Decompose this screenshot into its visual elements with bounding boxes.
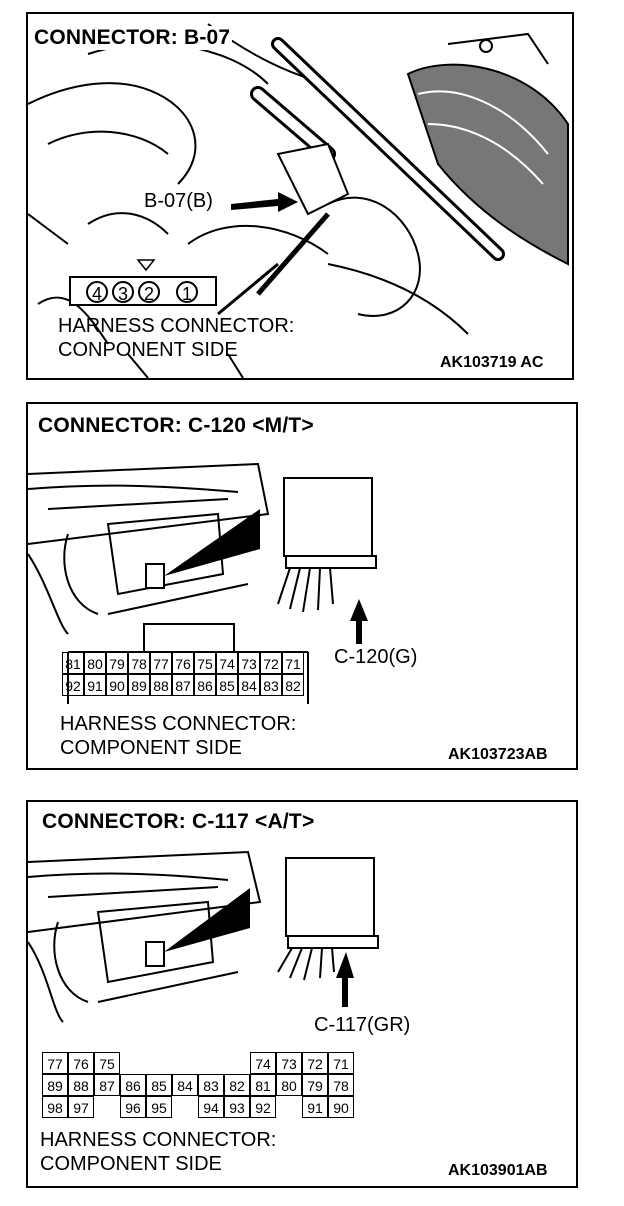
connector-callout: C-120(G): [334, 646, 418, 668]
connector-callout: C-117(GR): [314, 1014, 411, 1036]
pin-empty: [172, 1052, 198, 1074]
pin-72: 72: [302, 1052, 328, 1074]
panel-title: CONNECTOR: B-07: [32, 26, 233, 50]
pin-71: 71: [328, 1052, 354, 1074]
pin-90: 90: [106, 674, 128, 696]
pin-81: 81: [250, 1074, 276, 1096]
pin-90: 90: [328, 1096, 354, 1118]
pin-76: 76: [172, 652, 194, 674]
panel-b07: CONNECTOR: B-07 B-07(B) 4 3 2 1 HARNESS …: [26, 12, 574, 380]
pin-78: 78: [328, 1074, 354, 1096]
pin-empty: [120, 1052, 146, 1074]
pin-88: 88: [150, 674, 172, 696]
pin-87: 87: [172, 674, 194, 696]
pin-88: 88: [68, 1074, 94, 1096]
pin-empty: [172, 1096, 198, 1118]
pin-empty: [198, 1052, 224, 1074]
pin-80: 80: [84, 652, 106, 674]
pin-85: 85: [146, 1074, 172, 1096]
pin-80: 80: [276, 1074, 302, 1096]
harness-caption: HARNESS CONNECTOR: CONPONENT SIDE: [58, 314, 294, 362]
pin-94: 94: [198, 1096, 224, 1118]
pin-97: 97: [68, 1096, 94, 1118]
pin-81: 81: [62, 652, 84, 674]
pin-92: 92: [62, 674, 84, 696]
pin-75: 75: [94, 1052, 120, 1074]
pin-3: 3: [112, 281, 134, 304]
pin-empty: [224, 1052, 250, 1074]
caption-line-1: HARNESS CONNECTOR:: [60, 713, 297, 735]
caption-line-2: COMPONENT SIDE: [40, 1153, 222, 1175]
pin-76: 76: [68, 1052, 94, 1074]
pin-73: 73: [238, 652, 260, 674]
caption-line-1: HARNESS CONNECTOR:: [58, 315, 295, 337]
connector-callout: B-07(B): [144, 190, 213, 212]
pin-empty: [276, 1096, 302, 1118]
pin-72: 72: [260, 652, 282, 674]
pin-92: 92: [250, 1096, 276, 1118]
pin-84: 84: [172, 1074, 198, 1096]
pin-85: 85: [216, 674, 238, 696]
pin-98: 98: [42, 1096, 68, 1118]
dashboard-illustration: [28, 850, 379, 1023]
pin-2: 2: [138, 281, 160, 304]
harness-caption: HARNESS CONNECTOR: COMPONENT SIDE: [60, 712, 296, 760]
pin-74: 74: [250, 1052, 276, 1074]
pin-87: 87: [94, 1074, 120, 1096]
pin-77: 77: [150, 652, 172, 674]
pin-86: 86: [194, 674, 216, 696]
pin-79: 79: [302, 1074, 328, 1096]
pin-77: 77: [42, 1052, 68, 1074]
pin-89: 89: [42, 1074, 68, 1096]
pin-89: 89: [128, 674, 150, 696]
panel-title: CONNECTOR: C-117 <A/T>: [40, 810, 317, 834]
pin-1: 1: [176, 281, 198, 304]
pin-95: 95: [146, 1096, 172, 1118]
pin-4: 4: [86, 281, 108, 304]
panel-title: CONNECTOR: C-120 <M/T>: [36, 414, 316, 438]
figure-code: AK103723AB: [448, 746, 548, 763]
pin-83: 83: [198, 1074, 224, 1096]
caption-line-2: COMPONENT SIDE: [60, 737, 242, 759]
harness-caption: HARNESS CONNECTOR: COMPONENT SIDE: [40, 1128, 276, 1176]
pin-78: 78: [128, 652, 150, 674]
pin-82: 82: [282, 674, 304, 696]
pin-96: 96: [120, 1096, 146, 1118]
pin-86: 86: [120, 1074, 146, 1096]
pin-73: 73: [276, 1052, 302, 1074]
figure-code: AK103901AB: [448, 1162, 548, 1179]
pin-empty: [146, 1052, 172, 1074]
pin-91: 91: [302, 1096, 328, 1118]
caption-line-1: HARNESS CONNECTOR:: [40, 1129, 277, 1151]
pin-75: 75: [194, 652, 216, 674]
figure-code: AK103719 AC: [440, 354, 544, 371]
pin-91: 91: [84, 674, 106, 696]
pin-79: 79: [106, 652, 128, 674]
pin-82: 82: [224, 1074, 250, 1096]
pin-93: 93: [224, 1096, 250, 1118]
engine-bay-illustration: [28, 23, 569, 378]
pin-71: 71: [282, 652, 304, 674]
caption-line-2: CONPONENT SIDE: [58, 339, 238, 361]
pin-83: 83: [260, 674, 282, 696]
pin-84: 84: [238, 674, 260, 696]
pin-empty: [94, 1096, 120, 1118]
pin-74: 74: [216, 652, 238, 674]
